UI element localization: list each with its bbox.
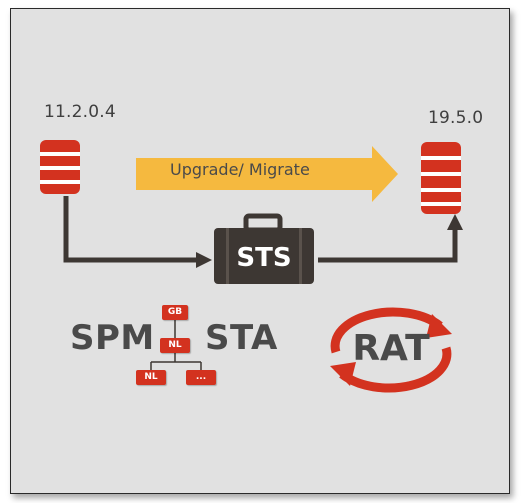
plan-tree-right-leaf-node: ... [186, 370, 216, 385]
plan-tree-root-node: GB [162, 305, 188, 320]
spm-label: SPM [70, 318, 155, 358]
target-version-label: 19.5.0 [428, 108, 484, 128]
target-database-icon [421, 142, 461, 214]
source-to-sts-connector [63, 196, 212, 268]
source-database-icon [40, 140, 80, 194]
rat-label: RAT [352, 328, 430, 369]
source-version-label: 11.2.0.4 [44, 102, 116, 122]
circular-arrows-icon [330, 307, 452, 393]
sta-label: STA [205, 318, 278, 358]
sts-to-target-connector [318, 214, 463, 263]
plan-tree-connectors [150, 320, 202, 370]
migrate-arrow [136, 146, 398, 202]
migrate-arrow-label: Upgrade/ Migrate [170, 160, 310, 179]
plan-tree-middle-node: NL [160, 338, 190, 353]
briefcase-icon [214, 213, 314, 284]
plan-tree-left-leaf-node: NL [136, 370, 166, 385]
sts-label: STS [236, 243, 292, 273]
